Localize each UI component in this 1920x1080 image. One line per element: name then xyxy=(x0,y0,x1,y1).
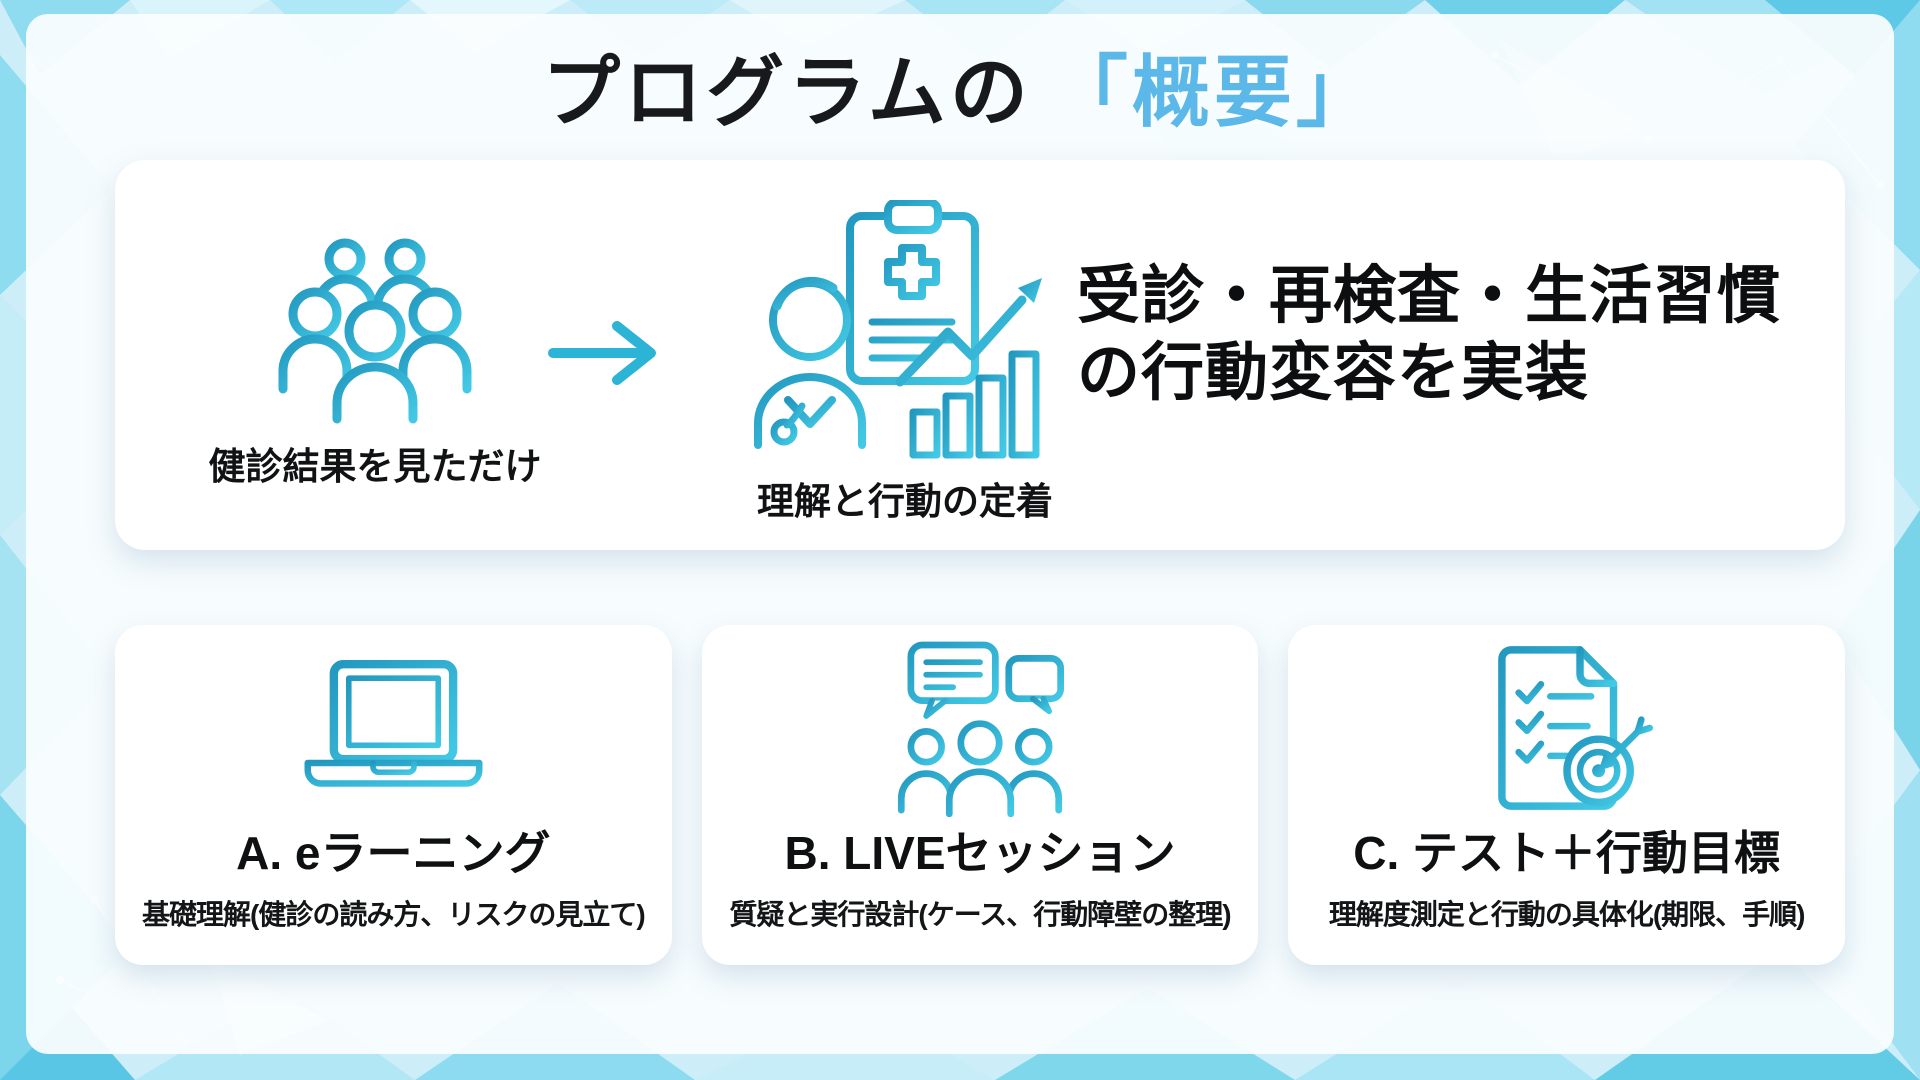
card-title: B. LIVEセッション xyxy=(784,827,1176,879)
before-group: 健診結果を見ただけ xyxy=(160,218,590,490)
card-subtitle: 基礎理解(健診の読み方、リスクの見立て) xyxy=(142,899,646,930)
result-line1: 受診・再検査・生活習慣 xyxy=(1077,261,1781,331)
arrow-right-icon xyxy=(547,318,667,388)
result-line2: の行動変容を実装 xyxy=(1077,338,1589,409)
laptop-icon xyxy=(291,639,496,817)
chat-group-icon xyxy=(884,639,1076,817)
result-text: 受診・再検査・生活習慣 の行動変容を実装 xyxy=(1077,258,1781,413)
after-group: 理解と行動の定着 xyxy=(725,200,1085,525)
doctor-report-chart-icon xyxy=(754,200,1055,460)
card-subtitle: 理解度測定と行動の具体化(期限、手順) xyxy=(1328,899,1806,930)
program-card-a: A. eラーニング 基礎理解(健診の読み方、リスクの見立て) xyxy=(115,625,672,965)
page-title: プログラムの「概要」 xyxy=(0,30,1920,142)
program-card-c: C. テスト＋行動目標 理解度測定と行動の具体化(期限、手順) xyxy=(1288,625,1846,965)
card-title: A. eラーニング xyxy=(236,827,551,879)
page-title-prefix: プログラムの xyxy=(542,48,1032,136)
program-card-b: B. LIVEセッション 質疑と実行設計(ケース、行動障壁の整理) xyxy=(701,625,1259,965)
card-title: C. テスト＋行動目標 xyxy=(1353,827,1781,879)
card-subtitle: 質疑と実行設計(ケース、行動障壁の整理) xyxy=(729,899,1231,930)
flow-card: 健診結果を見ただけ xyxy=(115,160,1845,550)
page-title-accent: 「概要」 xyxy=(1049,48,1378,136)
program-cards-row: A. eラーニング 基礎理解(健診の読み方、リスクの見立て) xyxy=(115,625,1846,965)
before-label: 健診結果を見ただけ xyxy=(208,446,542,487)
checklist-target-icon xyxy=(1474,639,1660,817)
people-group-icon xyxy=(278,238,472,424)
after-label: 理解と行動の定着 xyxy=(757,481,1053,522)
